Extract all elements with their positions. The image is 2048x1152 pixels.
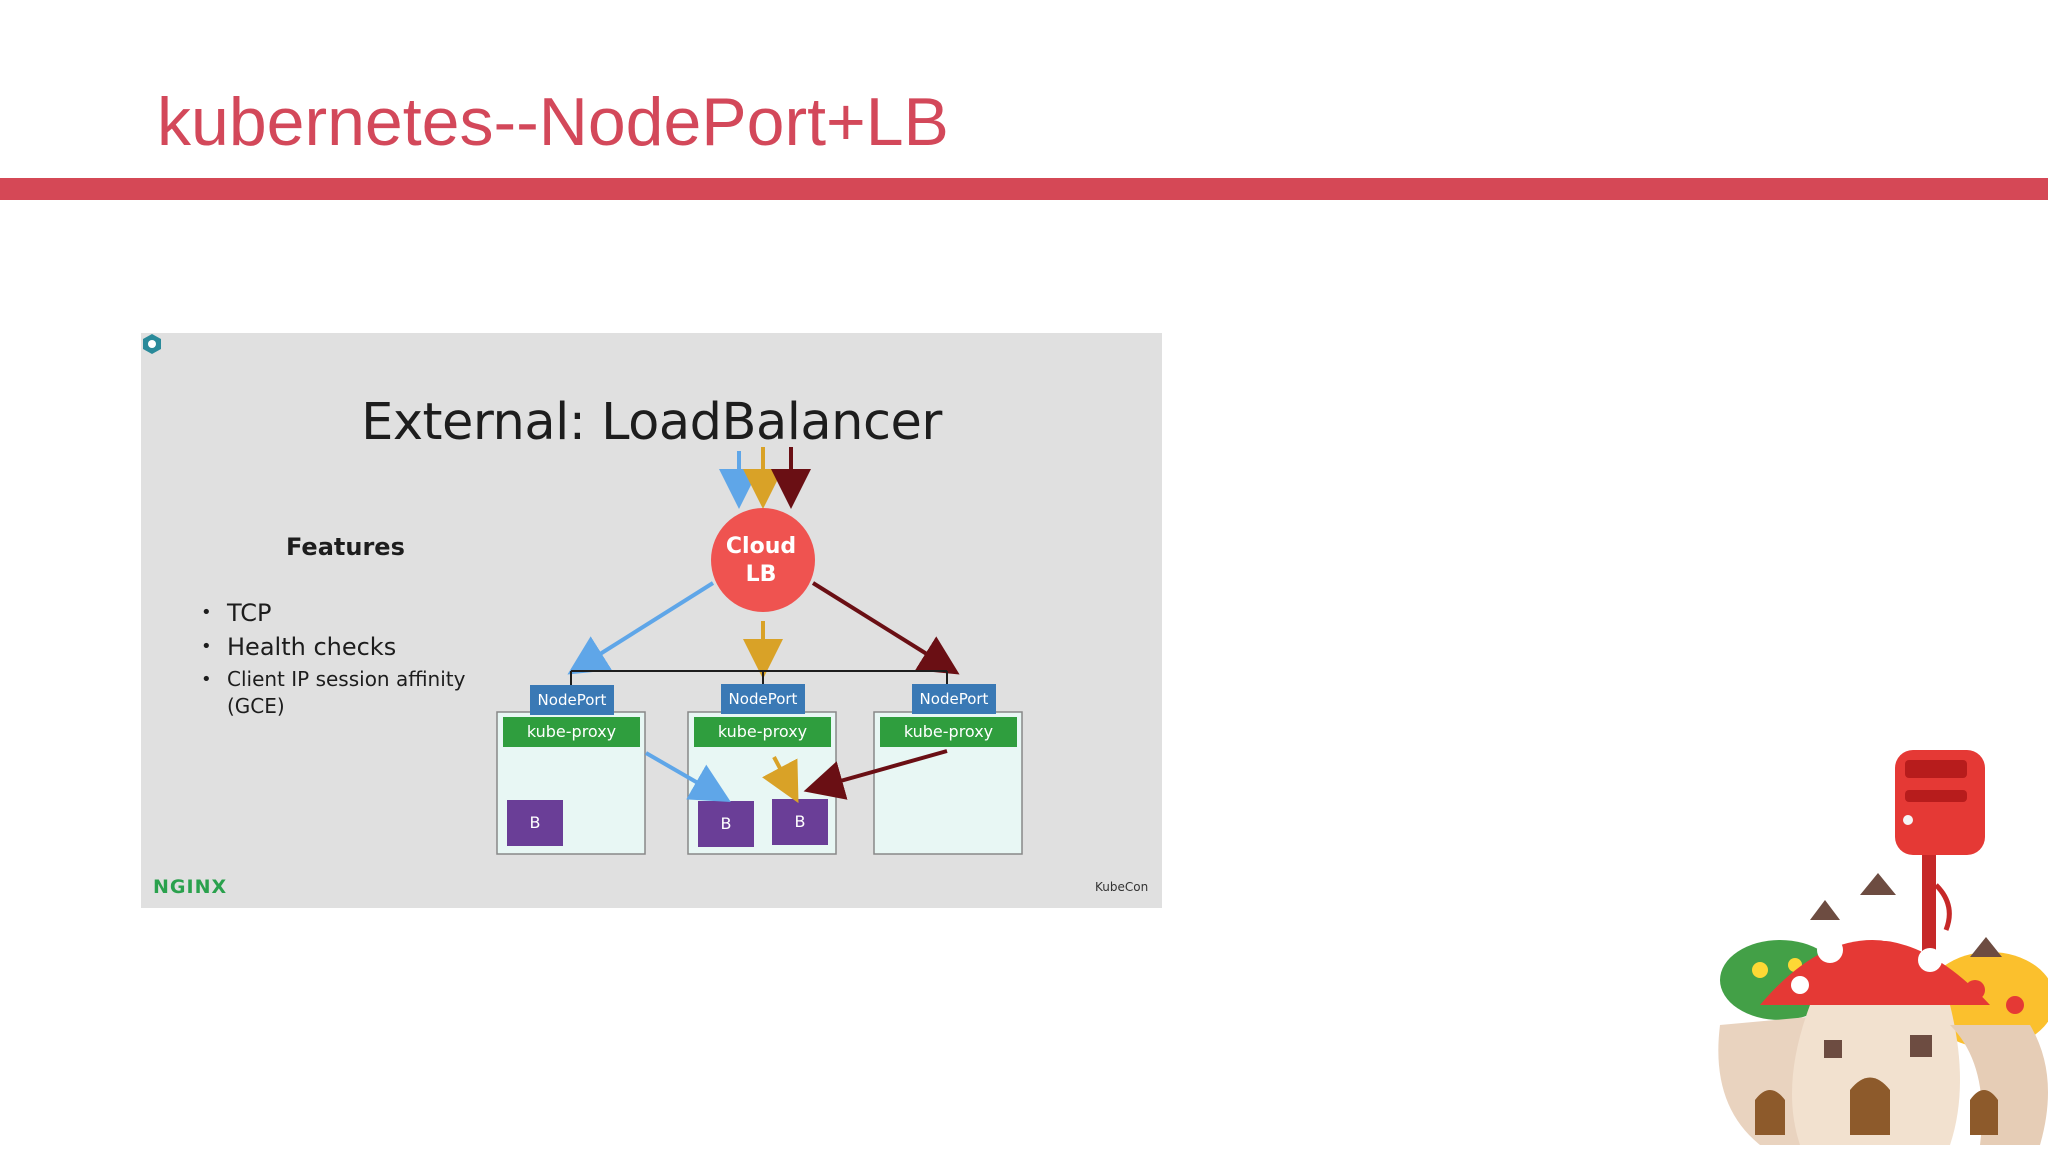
mushroom-house-illustration [1718, 750, 2048, 1145]
slide-title: kubernetes--NodePort+LB [157, 84, 949, 160]
kube-proxy-bar-2 [694, 717, 831, 747]
figure-title: External: LoadBalancer [361, 393, 942, 452]
proxy-arrow-dark [803, 749, 948, 800]
nginx-logo: NGINX [153, 876, 228, 898]
nodeport-label-3: NodePort [919, 690, 989, 708]
kube-proxy-bar-1 [503, 717, 640, 747]
proxy-arrow-blue [644, 751, 731, 803]
cloud-lb-node [711, 508, 815, 612]
pod-label-3: B [794, 812, 806, 831]
proxy-arrow-gold [762, 756, 799, 804]
diagram-figure: External: LoadBalancer Features TCP Heal… [141, 333, 1162, 908]
kube-proxy-label-2: kube-proxy [717, 722, 808, 741]
lb-arrow-dark [811, 581, 960, 675]
pod-box-3 [772, 799, 828, 845]
nodeport-label-1: NodePort [537, 691, 607, 709]
features-list: TCP Health checks Client IP session affi… [201, 598, 501, 724]
kubecon-logo: KubeCon [1095, 880, 1149, 894]
cloud-lb-label: Cloud LB [725, 534, 797, 587]
kube-proxy-label-1: kube-proxy [526, 722, 617, 741]
kubecon-logo-icon [143, 334, 161, 354]
pod-box-2 [698, 801, 754, 847]
nodeport-box-3 [912, 684, 996, 714]
pod-label-1: B [529, 813, 541, 832]
nodeport-label-2: NodePort [728, 690, 798, 708]
feature-item: TCP [201, 598, 501, 628]
features-heading: Features [286, 533, 405, 561]
kube-proxy-label-3: kube-proxy [903, 722, 994, 741]
diagram-graphics [496, 447, 1023, 855]
pod-label-2: B [720, 814, 732, 833]
nodeport-box-1 [530, 685, 614, 715]
nodeport-box-2 [721, 684, 805, 714]
title-divider [0, 178, 2048, 200]
lb-arrow-blue [567, 581, 715, 675]
feature-item: Client IP session affinity (GCE) [201, 666, 501, 720]
feature-item: Health checks [201, 632, 501, 662]
kube-proxy-bar-3 [880, 717, 1017, 747]
pod-box-1 [507, 800, 563, 846]
